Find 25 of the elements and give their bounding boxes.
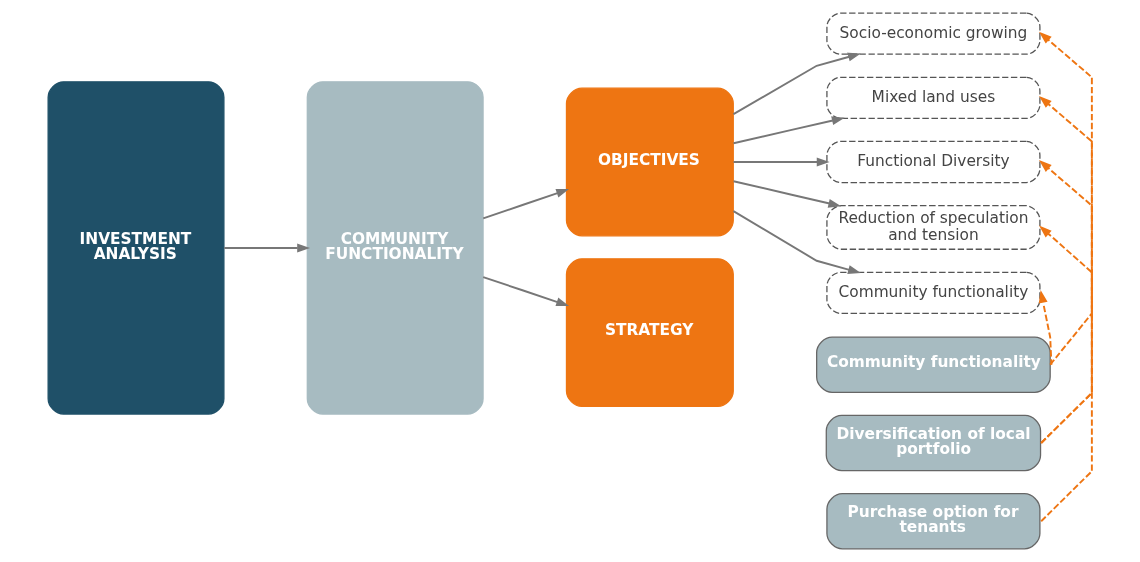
arrow	[223, 243, 311, 253]
arrow	[1038, 290, 1053, 366]
node-box: Diversification of local portfolio	[825, 414, 1042, 472]
arrow	[1039, 160, 1093, 444]
node-box: Purchase option for tenants	[826, 493, 1041, 550]
node-box: OBJECTIVES	[565, 87, 734, 237]
arrow	[1039, 225, 1093, 366]
arrow	[732, 157, 830, 167]
arrow	[732, 180, 842, 208]
node-box: COMMUNITY FUNCTIONALITY	[306, 81, 484, 415]
node-box: Community functionality	[826, 271, 1041, 315]
node-box: STRATEGY	[565, 258, 734, 408]
arrow	[482, 276, 570, 307]
arrow	[1039, 31, 1093, 523]
node-box: Community functionality	[816, 336, 1051, 393]
arrow	[732, 210, 861, 274]
arrow	[482, 189, 570, 220]
node-box: Functional Diversity	[826, 140, 1041, 184]
node-box: Socio-economic growing	[826, 12, 1041, 55]
node-box: Mixed land uses	[826, 76, 1041, 119]
arrow	[1039, 95, 1093, 444]
node-box: INVESTMENT ANALYSIS	[47, 81, 225, 415]
node-box: Reduction of speculation and tension	[826, 205, 1041, 250]
arrow	[732, 52, 861, 116]
arrow	[732, 116, 845, 145]
